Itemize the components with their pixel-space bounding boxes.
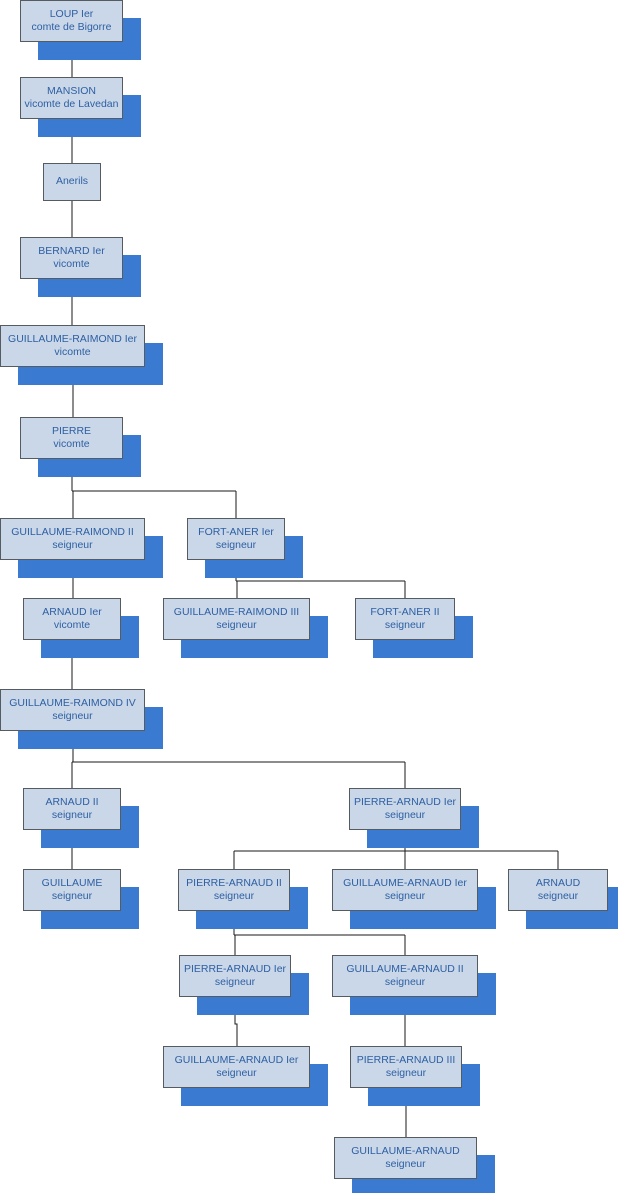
- node-name: GUILLAUME-ARNAUD: [351, 1144, 460, 1157]
- node-title: seigneur: [385, 1067, 427, 1079]
- node-name: PIERRE-ARNAUD II: [186, 876, 282, 889]
- node-name: BERNARD Ier: [38, 244, 105, 257]
- node-title: seigneur: [537, 890, 579, 902]
- node-name: PIERRE-ARNAUD Ier: [353, 795, 457, 808]
- node-name: GUILLAUME: [41, 876, 103, 889]
- node-name: GUILLAUME-ARNAUD Ier: [174, 1053, 299, 1066]
- node-name: PIERRE-ARNAUD III: [356, 1053, 456, 1066]
- node-name: GUILLAUME-RAIMOND III: [173, 605, 300, 618]
- node-name: GUILLAUME-ARNAUD II: [346, 962, 464, 975]
- node-name: ARNAUD II: [45, 795, 99, 808]
- node-name: GUILLAUME-RAIMOND IV: [9, 696, 136, 709]
- node-name: ARNAUD: [535, 876, 581, 889]
- node-title: seigneur: [384, 890, 426, 902]
- node-name: ARNAUD Ier: [42, 605, 102, 618]
- node-title: vicomte: [53, 619, 91, 631]
- node-title: seigneur: [216, 619, 257, 631]
- tree-node-anerils[interactable]: Anerils: [43, 163, 101, 201]
- node-title: comte de Bigorre: [31, 21, 112, 33]
- node-title: seigneur: [384, 976, 426, 988]
- node-name: GUILLAUME-ARNAUD Ier: [343, 876, 467, 889]
- node-name: FORT-ANER Ier: [198, 525, 274, 538]
- node-title: vicomte de Lavedan: [24, 98, 119, 110]
- node-name: MANSION: [46, 84, 96, 97]
- node-title: vicomte: [54, 346, 91, 358]
- node-name: FORT-ANER II: [370, 605, 440, 618]
- node-name: GUILLAUME-RAIMOND II: [11, 525, 134, 538]
- node-box[interactable]: Anerils: [43, 163, 101, 201]
- node-title: vicomte: [53, 258, 90, 270]
- node-title: seigneur: [52, 710, 93, 722]
- node-name: PIERRE: [51, 424, 92, 437]
- node-title: seigneur: [214, 976, 256, 988]
- node-title: seigneur: [384, 619, 426, 631]
- node-name: Anerils: [55, 175, 89, 188]
- node-name: LOUP Ier: [49, 7, 94, 20]
- node-title: seigneur: [385, 1158, 426, 1170]
- node-title: seigneur: [51, 809, 93, 821]
- node-title: seigneur: [52, 539, 93, 551]
- node-title: seigneur: [51, 890, 93, 902]
- node-name: PIERRE-ARNAUD Ier: [183, 962, 287, 975]
- node-title: seigneur: [216, 1067, 257, 1079]
- node-title: vicomte: [53, 438, 90, 450]
- node-title: seigneur: [213, 890, 255, 902]
- node-title: seigneur: [215, 539, 257, 551]
- node-name: GUILLAUME-RAIMOND Ier: [8, 332, 137, 345]
- node-title: seigneur: [384, 809, 426, 821]
